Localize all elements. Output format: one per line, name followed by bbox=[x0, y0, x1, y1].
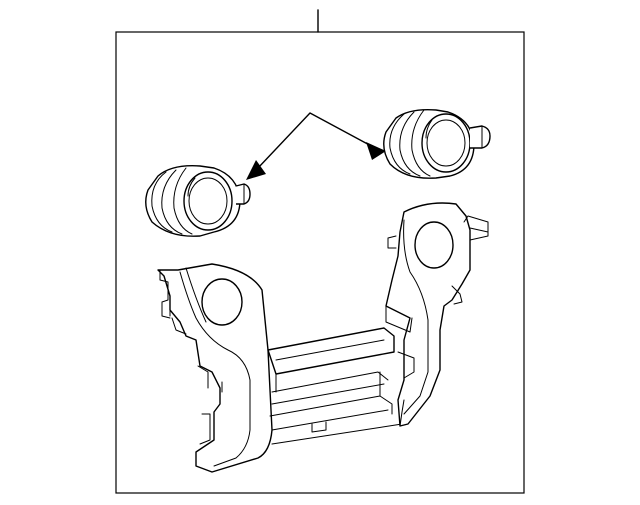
frame-border bbox=[115, 31, 525, 494]
bezel-bracket bbox=[157, 202, 489, 473]
bracket-left-plate bbox=[157, 263, 273, 473]
arrowhead-right bbox=[366, 142, 386, 160]
bracket-left-hole bbox=[201, 278, 243, 326]
knob-left bbox=[145, 165, 251, 237]
pointer-arrows bbox=[246, 112, 386, 180]
knob-right bbox=[383, 108, 491, 179]
arrowhead-left bbox=[246, 160, 266, 180]
bracket-top-rail bbox=[267, 327, 395, 375]
bracket-right-hole bbox=[414, 221, 454, 269]
